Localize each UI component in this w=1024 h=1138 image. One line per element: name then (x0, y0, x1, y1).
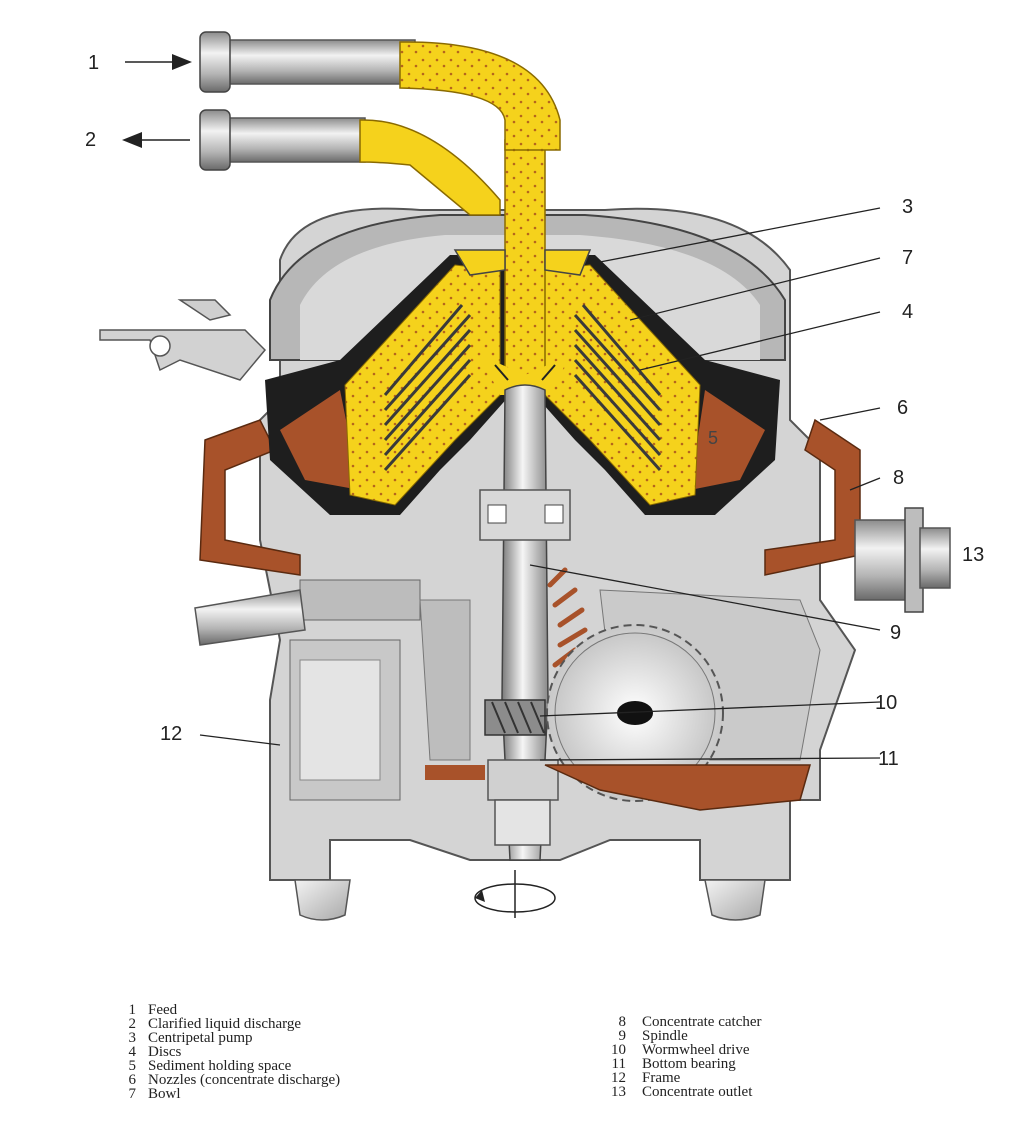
callout-13: 13 (962, 544, 984, 566)
rotation-arrow-icon (474, 870, 556, 918)
disc-stack-left (344, 264, 501, 506)
callout-7: 7 (902, 247, 913, 269)
callout-5: 5 (708, 428, 718, 448)
wormwheel (484, 624, 724, 802)
arrow-feed-icon (125, 54, 192, 70)
callout-4: 4 (902, 301, 913, 323)
concentrate-catcher (199, 418, 861, 576)
callout-2: 2 (85, 129, 96, 151)
oil-sump (425, 764, 811, 811)
concentrate-outlet-pipe (854, 507, 951, 613)
callout-12: 12 (160, 723, 182, 745)
disc-stack-right (544, 264, 701, 506)
callout-3: 3 (902, 196, 913, 218)
centripetal-pump (453, 139, 592, 396)
callout-11: 11 (878, 748, 899, 770)
drain-pipe (194, 589, 306, 646)
arrow-discharge-icon (122, 132, 190, 148)
leader-lines (199, 207, 881, 761)
feed-pipe (199, 31, 561, 151)
callout-1: 1 (88, 52, 99, 74)
spindle (479, 384, 571, 861)
discharge-pipe (199, 109, 501, 216)
brake-lever (99, 299, 267, 381)
callout-10: 10 (875, 692, 897, 714)
callout-8: 8 (893, 467, 904, 489)
callout-9: 9 (890, 622, 901, 644)
separator-cutaway-diagram: 1 2 3 7 4 6 5 8 13 9 10 11 12 (85, 31, 984, 921)
callout-6: 6 (897, 397, 908, 419)
